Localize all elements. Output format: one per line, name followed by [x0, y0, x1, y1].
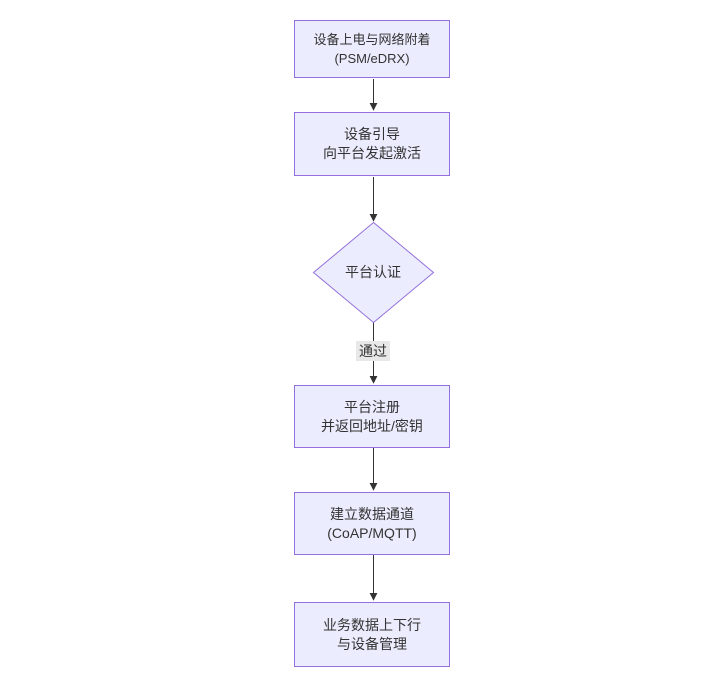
- node-data-channel: 建立数据通道 (CoAP/MQTT): [294, 492, 450, 555]
- node-text-line: 平台注册: [344, 398, 400, 415]
- decision-diamond-shape: [312, 221, 435, 324]
- node-bootstrap: 设备引导 向平台发起激活: [294, 112, 450, 176]
- node-power-attach: 设备上电与网络附着 (PSM/eDRX): [294, 20, 450, 78]
- decision-label: 平台认证: [345, 264, 401, 280]
- node-register: 平台注册 并返回地址/密钥: [294, 385, 450, 448]
- edge-label-pass: 通过: [356, 341, 390, 361]
- node-text-line: 业务数据上下行: [323, 616, 421, 633]
- node-text-line: 设备引导: [344, 126, 400, 142]
- node-text-line: 与设备管理: [337, 635, 407, 652]
- node-text-line: (CoAP/MQTT): [327, 524, 417, 541]
- node-text-line: 设备上电与网络附着: [313, 32, 431, 47]
- node-text-line: 向平台发起激活: [323, 145, 421, 161]
- node-text-line: 建立数据通道: [330, 505, 414, 522]
- node-text-line: (PSM/eDRX): [334, 51, 410, 66]
- node-business-data: 业务数据上下行 与设备管理: [294, 602, 450, 667]
- node-text-line: 并返回地址/密钥: [321, 417, 423, 434]
